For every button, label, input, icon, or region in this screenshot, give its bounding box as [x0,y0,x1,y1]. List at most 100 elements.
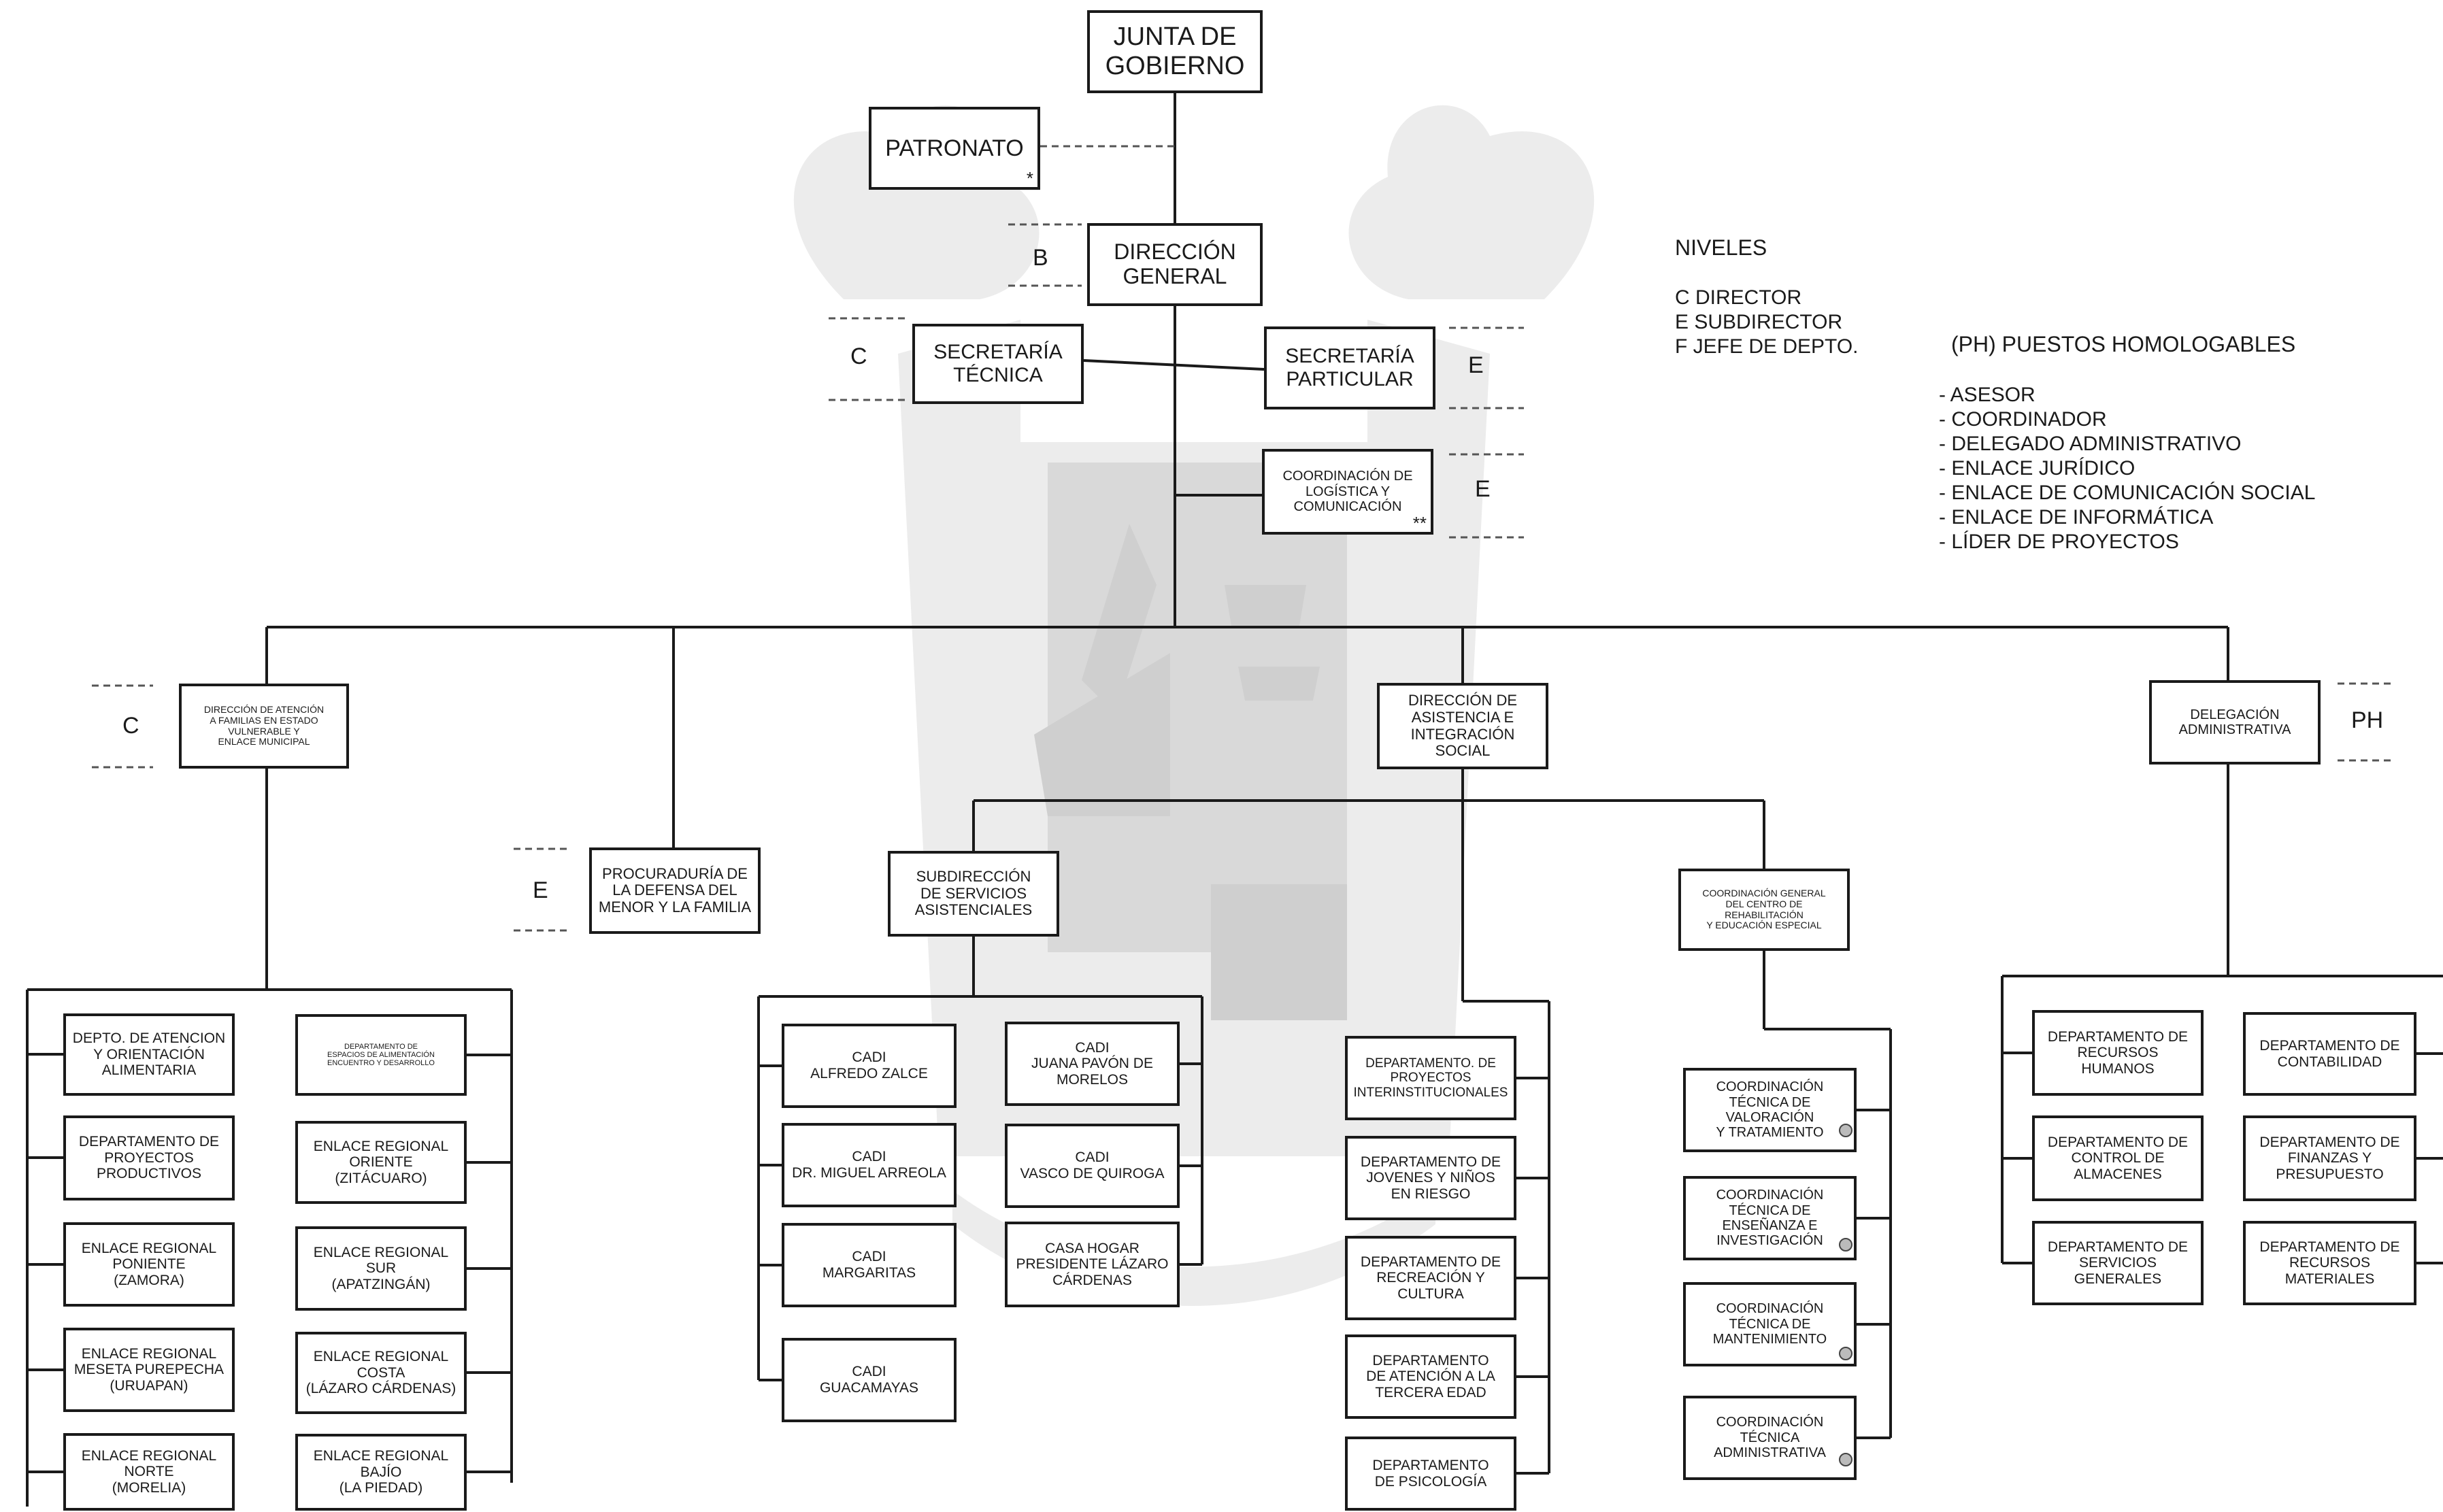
box-enlace-costa: ENLACE REGIONAL COSTA (LÁZARO CÁRDENAS) [295,1332,467,1414]
box-direccion-general: DIRECCIÓN GENERAL [1087,223,1263,306]
box-enlace-oriente: ENLACE REGIONAL ORIENTE (ZITÁCUARO) [295,1121,467,1204]
box-coord-valoracion: COORDINACIÓN TÉCNICA DE VALORACIÓN Y TRA… [1683,1068,1857,1152]
box-enlace-poniente-label: ENLACE REGIONAL PONIENTE (ZAMORA) [81,1240,217,1288]
box-enlace-norte-label: ENLACE REGIONAL NORTE (MORELIA) [81,1447,217,1496]
box-secretaria-particular-label: SECRETARÍA PARTICULAR [1285,345,1414,390]
box-depto-jovenes-ninos: DEPARTAMENTO DE JOVENES Y NIÑOS EN RIESG… [1345,1136,1516,1220]
box-direccion-atencion-familias: DIRECCIÓN DE ATENCIÓN A FAMILIAS EN ESTA… [179,684,349,769]
box-cadi-alfredo-zalce-label: CADI ALFREDO ZALCE [810,1049,928,1081]
box-depto-recursos-humanos: DEPARTAMENTO DE RECURSOS HUMANOS [2032,1010,2204,1096]
box-depto-contabilidad-label: DEPARTAMENTO DE CONTABILIDAD [2259,1037,2400,1070]
box-coord-mantenimiento: COORDINACIÓN TÉCNICA DE MANTENIMIENTO [1683,1282,1857,1366]
box-depto-tercera-edad-label: DEPARTAMENTO DE ATENCIÓN A LA TERCERA ED… [1366,1352,1495,1400]
box-depto-control-almacenes-label: DEPARTAMENTO DE CONTROL DE ALMACENES [2047,1134,2189,1182]
marker-dot-icon [1839,1238,1852,1251]
box-enlace-meseta: ENLACE REGIONAL MESETA PUREPECHA (URUAPA… [63,1328,235,1412]
box-cadi-juana-pavon-label: CADI JUANA PAVÓN DE MORELOS [1031,1039,1153,1088]
box-coordinacion-general-crie: COORDINACIÓN GENERAL DEL CENTRO DE REHAB… [1678,869,1850,951]
box-subdireccion-servicios: SUBDIRECCIÓN DE SERVICIOS ASISTENCIALES [888,851,1059,937]
box-coordinacion-general-crie-label: COORDINACIÓN GENERAL DEL CENTRO DE REHAB… [1702,888,1826,931]
box-coord-valoracion-label: COORDINACIÓN TÉCNICA DE VALORACIÓN Y TRA… [1716,1079,1824,1141]
box-cadi-vasco-quiroga: CADI VASCO DE QUIROGA [1005,1124,1180,1208]
box-enlace-oriente-label: ENLACE REGIONAL ORIENTE (ZITÁCUARO) [313,1138,449,1186]
box-coord-administrativa-label: COORDINACIÓN TÉCNICA ADMINISTRATIVA [1714,1415,1826,1461]
box-procuraduria: PROCURADURÍA DE LA DEFENSA DEL MENOR Y L… [589,847,761,934]
box-junta-de-gobierno: JUNTA DE GOBIERNO [1087,10,1263,93]
patronato-mark: * [1026,168,1033,188]
level-label-coordinacion-logistica: E [1475,476,1491,502]
box-depto-servicios-generales: DEPARTAMENTO DE SERVICIOS GENERALES [2032,1221,2204,1305]
box-coord-administrativa: COORDINACIÓN TÉCNICA ADMINISTRATIVA [1683,1396,1857,1480]
ph-item: - ENLACE DE COMUNICACIÓN SOCIAL [1939,482,2316,504]
box-depto-servicios-generales-label: DEPARTAMENTO DE SERVICIOS GENERALES [2047,1239,2189,1287]
box-subdireccion-servicios-label: SUBDIRECCIÓN DE SERVICIOS ASISTENCIALES [914,868,1033,919]
marker-dot-icon [1839,1347,1852,1360]
box-depto-atencion-alimentaria-label: DEPTO. DE ATENCION Y ORIENTACIÓN ALIMENT… [72,1030,226,1079]
box-depto-recursos-humanos-label: DEPARTAMENTO DE RECURSOS HUMANOS [2047,1028,2189,1077]
box-delegacion-administrativa: DELEGACIÓN ADMINISTRATIVA [2149,680,2321,765]
box-depto-psicologia-label: DEPARTAMENTO DE PSICOLOGÍA [1372,1457,1489,1490]
box-patronato-label: PATRONATO [885,135,1024,161]
box-depto-proyectos-productivos: DEPARTAMENTO DE PROYECTOS PRODUCTIVOS [63,1115,235,1200]
ph-item: - ENLACE DE INFORMÁTICA [1939,506,2214,528]
box-cadi-vasco-quiroga-label: CADI VASCO DE QUIROGA [1020,1149,1165,1181]
box-casa-hogar-label: CASA HOGAR PRESIDENTE LÁZARO CÁRDENAS [1016,1240,1169,1288]
level-label-delegacion: PH [2351,707,2384,733]
box-enlace-sur-label: ENLACE REGIONAL SUR (APATZINGÁN) [313,1244,449,1292]
ph-item: - ASESOR [1939,384,2035,406]
connector-line [1083,359,1265,371]
box-enlace-sur: ENLACE REGIONAL SUR (APATZINGÁN) [295,1226,467,1311]
box-depto-recreacion-cultura: DEPARTAMENTO DE RECREACIÓN Y CULTURA [1345,1236,1516,1320]
box-direccion-asistencia-label: DIRECCIÓN DE ASISTENCIA E INTEGRACIÓN SO… [1408,692,1518,760]
box-depto-proyectos-productivos-label: DEPARTAMENTO DE PROYECTOS PRODUCTIVOS [78,1134,220,1182]
level-label-direccion-general: B [1033,245,1048,271]
marker-dot-icon [1839,1124,1852,1137]
box-depto-finanzas-presupuesto: DEPARTAMENTO DE FINANZAS Y PRESUPUESTO [2243,1115,2416,1201]
niveles-title: NIVELES [1675,235,1767,260]
box-depto-proyectos-interinstitucionales-label: DEPARTAMENTO. DE PROYECTOS INTERINSTITUC… [1353,1056,1508,1100]
box-cadi-alfredo-zalce: CADI ALFREDO ZALCE [782,1024,957,1108]
level-label-secretaria-tecnica: C [850,343,867,369]
box-delegacion-administrativa-label: DELEGACIÓN ADMINISTRATIVA [2178,707,2291,737]
coord-logistica-mark: ** [1412,513,1427,533]
niveles-item: E SUBDIRECTOR [1675,311,1843,333]
niveles-item: C DIRECTOR [1675,286,1802,309]
box-junta-de-gobierno-label: JUNTA DE GOBIERNO [1105,22,1245,80]
box-depto-psicologia: DEPARTAMENTO DE PSICOLOGÍA [1345,1437,1516,1511]
box-enlace-poniente: ENLACE REGIONAL PONIENTE (ZAMORA) [63,1222,235,1307]
level-label-procuraduria: E [533,877,548,903]
box-cadi-guacamayas: CADI GUACAMAYAS [782,1338,957,1422]
box-depto-espacios-alimentacion: DEPARTAMENTO DE ESPACIOS DE ALIMENTACIÓN… [295,1014,467,1096]
box-casa-hogar: CASA HOGAR PRESIDENTE LÁZARO CÁRDENAS [1005,1222,1180,1307]
ph-item: - LÍDER DE PROYECTOS [1939,531,2179,553]
box-depto-espacios-alimentacion-label: DEPARTAMENTO DE ESPACIOS DE ALIMENTACIÓN… [327,1042,435,1068]
box-cadi-guacamayas-label: CADI GUACAMAYAS [819,1364,919,1396]
box-patronato: PATRONATO* [869,107,1040,190]
box-depto-recreacion-cultura-label: DEPARTAMENTO DE RECREACIÓN Y CULTURA [1360,1254,1501,1302]
box-coord-ensenanza-label: COORDINACIÓN TÉCNICA DE ENSEÑANZA E INVE… [1716,1188,1824,1249]
box-coord-ensenanza: COORDINACIÓN TÉCNICA DE ENSEÑANZA E INVE… [1683,1176,1857,1260]
box-depto-atencion-alimentaria: DEPTO. DE ATENCION Y ORIENTACIÓN ALIMENT… [63,1013,235,1096]
box-depto-proyectos-interinstitucionales: DEPARTAMENTO. DE PROYECTOS INTERINSTITUC… [1345,1036,1516,1120]
box-procuraduria-label: PROCURADURÍA DE LA DEFENSA DEL MENOR Y L… [598,864,752,915]
marker-dot-icon [1839,1453,1852,1466]
box-coord-mantenimiento-label: COORDINACIÓN TÉCNICA DE MANTENIMIENTO [1712,1301,1827,1347]
box-depto-recursos-materiales: DEPARTAMENTO DE RECURSOS MATERIALES [2243,1221,2416,1305]
level-label-secretaria-particular: E [1468,352,1484,378]
box-coordinacion-logistica-label: COORDINACIÓN DE LOGÍSTICA Y COMUNICACIÓN [1282,469,1413,515]
box-cadi-miguel-arreola: CADI DR. MIGUEL ARREOLA [782,1123,957,1207]
box-direccion-atencion-familias-label: DIRECCIÓN DE ATENCIÓN A FAMILIAS EN ESTA… [203,704,325,747]
box-depto-jovenes-ninos-label: DEPARTAMENTO DE JOVENES Y NIÑOS EN RIESG… [1360,1154,1501,1202]
box-secretaria-particular: SECRETARÍA PARTICULAR [1264,326,1435,409]
ph-item: - ENLACE JURÍDICO [1939,457,2135,480]
box-depto-contabilidad: DEPARTAMENTO DE CONTABILIDAD [2243,1012,2416,1096]
box-cadi-miguel-arreola-label: CADI DR. MIGUEL ARREOLA [792,1149,946,1181]
box-enlace-bajio: ENLACE REGIONAL BAJÍO (LA PIEDAD) [295,1434,467,1511]
box-enlace-bajio-label: ENLACE REGIONAL BAJÍO (LA PIEDAD) [313,1448,449,1496]
niveles-item: F JEFE DE DEPTO. [1675,335,1859,358]
box-direccion-asistencia: DIRECCIÓN DE ASISTENCIA E INTEGRACIÓN SO… [1377,683,1548,769]
box-enlace-norte: ENLACE REGIONAL NORTE (MORELIA) [63,1433,235,1511]
box-coordinacion-logistica: COORDINACIÓN DE LOGÍSTICA Y COMUNICACIÓN… [1262,449,1433,535]
ph-item: - COORDINADOR [1939,408,2107,431]
